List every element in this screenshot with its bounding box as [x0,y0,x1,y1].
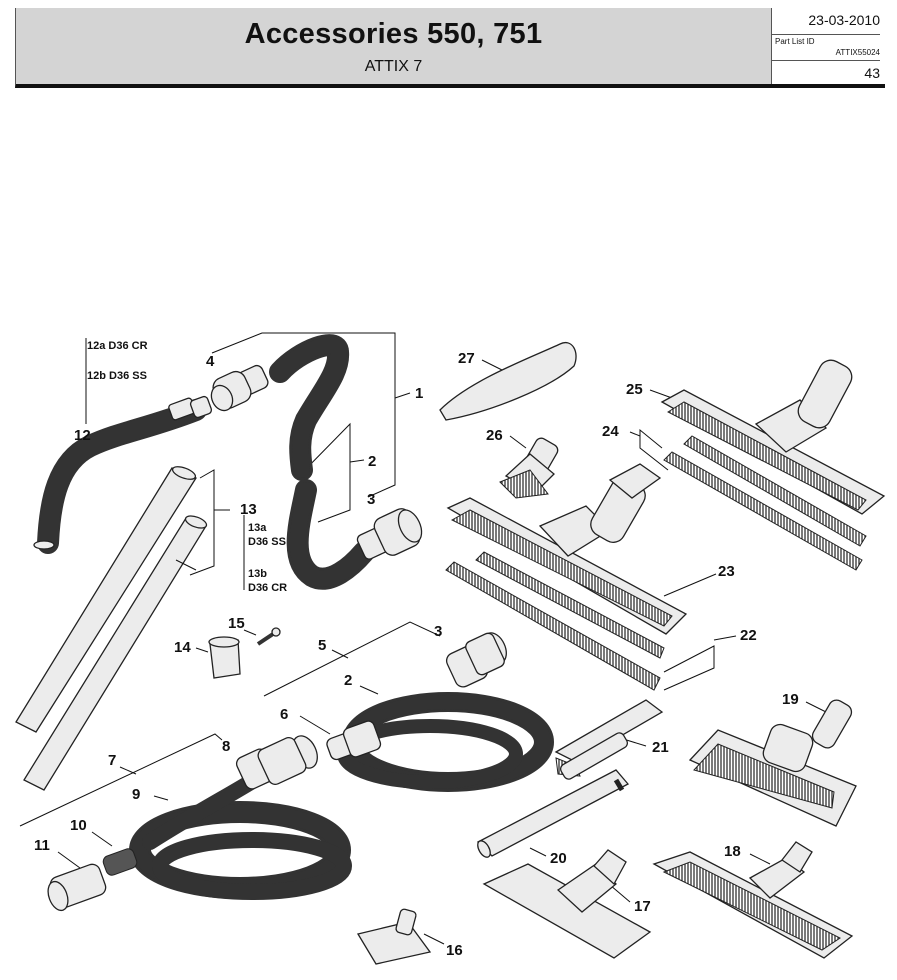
callout-2: 2 [368,453,376,470]
callout-23: 23 [718,563,735,580]
part-18-floor-nozzle: 18 [652,841,854,959]
callout-26: 26 [486,427,503,444]
part-list-label: Part List ID [775,37,815,46]
page-title: Accessories 550, 751 [244,18,543,50]
meta-cell: 23-03-2010 Part List ID ATTIX55024 43 [771,8,886,84]
callout-14: 14 [174,639,191,656]
part-6-handle [326,720,382,761]
callout-16: 16 [446,942,463,959]
title-cell: Accessories 550, 751 ATTIX 7 [16,8,771,84]
part-3-cuff [356,508,423,560]
callout-24: 24 [602,423,619,440]
part-4-coupling [210,364,269,412]
part-3-cuff-lower [445,632,507,688]
callout-4: 4 [206,353,215,370]
callout-17: 17 [634,898,651,915]
callout-1: 1 [415,385,423,402]
part-20-crevice-tool: 20 [476,769,630,867]
page-subtitle: ATTIX 7 [364,58,423,75]
hose-assembly-group: 1 2 3 4 [206,332,423,590]
part-11-adapter [47,863,107,912]
hose-assembly-7-11: 7 8 9 10 11 [19,733,352,912]
part-23-floor-tool: 23 [446,463,735,635]
sublabel-12a: 12a D36 CR [87,340,148,352]
callout-20: 20 [550,850,567,867]
callout-2-lower: 2 [344,672,352,689]
part-26-round-brush: 26 [486,427,559,499]
part-22-brush-strips: 22 [445,551,757,691]
callout-13: 13 [240,501,257,518]
callout-11: 11 [34,837,50,854]
sublabel-12b: 12b D36 SS [87,370,147,382]
callout-18: 18 [724,843,741,860]
callout-22: 22 [740,627,757,644]
callout-9: 9 [132,786,140,803]
callout-25: 25 [626,381,643,398]
page-number: 43 [772,60,880,84]
callout-19: 19 [782,691,799,708]
title-block: Accessories 550, 751 ATTIX 7 23-03-2010 … [15,8,886,88]
hose-assembly-5-6: 3 5 2 6 [263,621,554,792]
part-8-cuff [235,735,318,790]
sublabel-13a: 13a [248,522,267,534]
callout-3: 3 [367,491,375,508]
part-16-upholstery-nozzle: 16 [356,908,463,965]
callout-6: 6 [280,706,288,723]
callout-7: 7 [108,752,116,769]
sublabel-13b-material: D36 CR [248,582,287,594]
part-24-brush-strips: 24 [602,423,867,571]
sublabel-13a-material: D36 SS [248,536,286,548]
part-17-floor-nozzle: 17 [482,849,652,959]
callout-5: 5 [318,637,326,654]
part-21-dusting-brush: 21 [554,699,669,780]
part-19-combi-nozzle: 19 [688,691,857,827]
part-25-floor-tool: 25 [626,359,886,515]
callout-15: 15 [228,615,245,632]
callout-27: 27 [458,350,475,367]
callout-8: 8 [222,738,230,755]
part-10-connector [102,848,138,876]
part-13-straight-wands: 13 13a D36 SS 13b D36 CR [15,466,287,791]
callout-12: 12 [74,427,91,444]
callout-10: 10 [70,817,87,834]
part-14-clip: 14 [174,636,241,679]
part-list-id: ATTIX55024 [835,48,880,57]
date: 23-03-2010 [772,12,880,35]
callout-21: 21 [652,739,669,756]
part-27-flat-nozzle: 27 [439,342,577,421]
part-12-bent-wand: 12a D36 CR 12b D36 SS 12 [33,338,213,554]
sublabel-13b: 13b [248,568,267,580]
callout-3-lower: 3 [434,623,442,640]
part-15-screw: 15 [228,615,281,646]
